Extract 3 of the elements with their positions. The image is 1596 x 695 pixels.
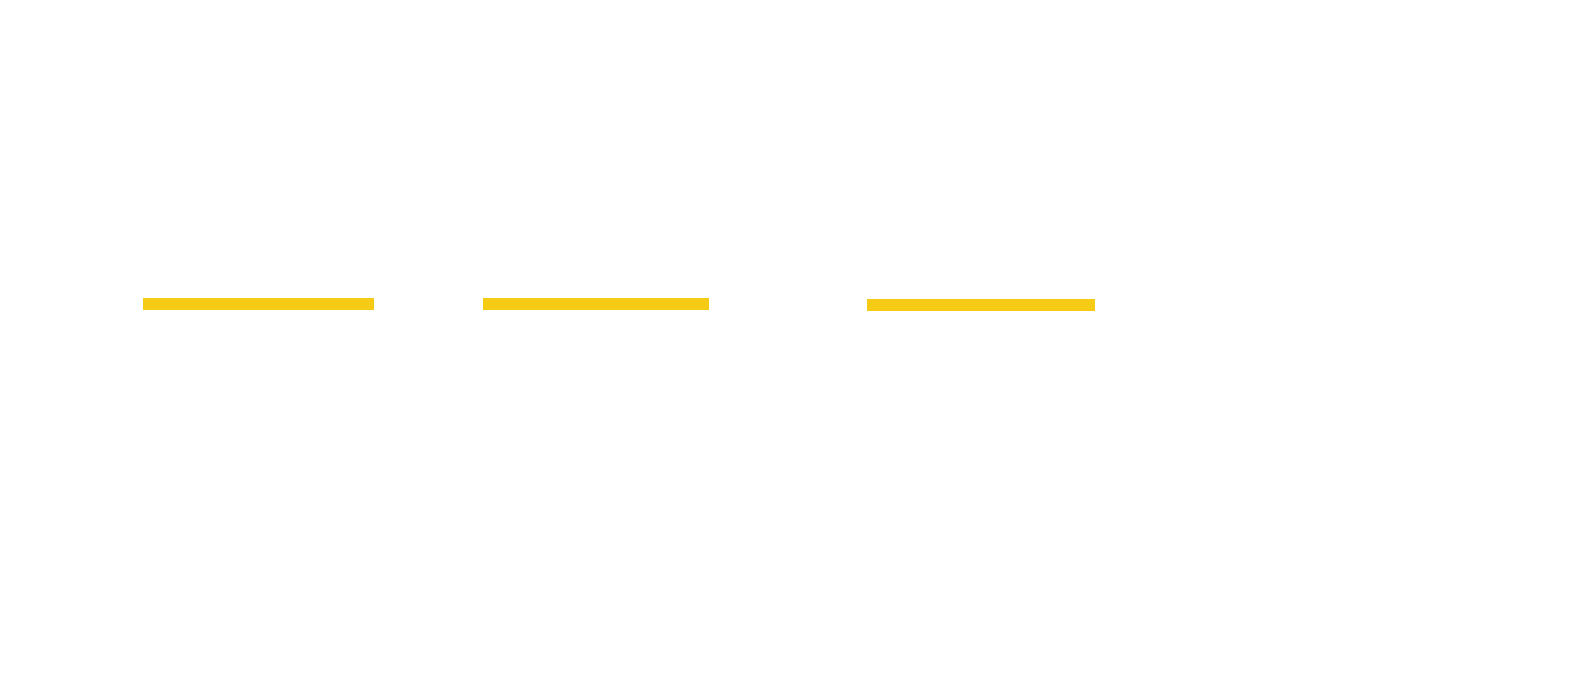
bar [867,299,1095,311]
bar [483,298,709,310]
bar [143,298,374,310]
